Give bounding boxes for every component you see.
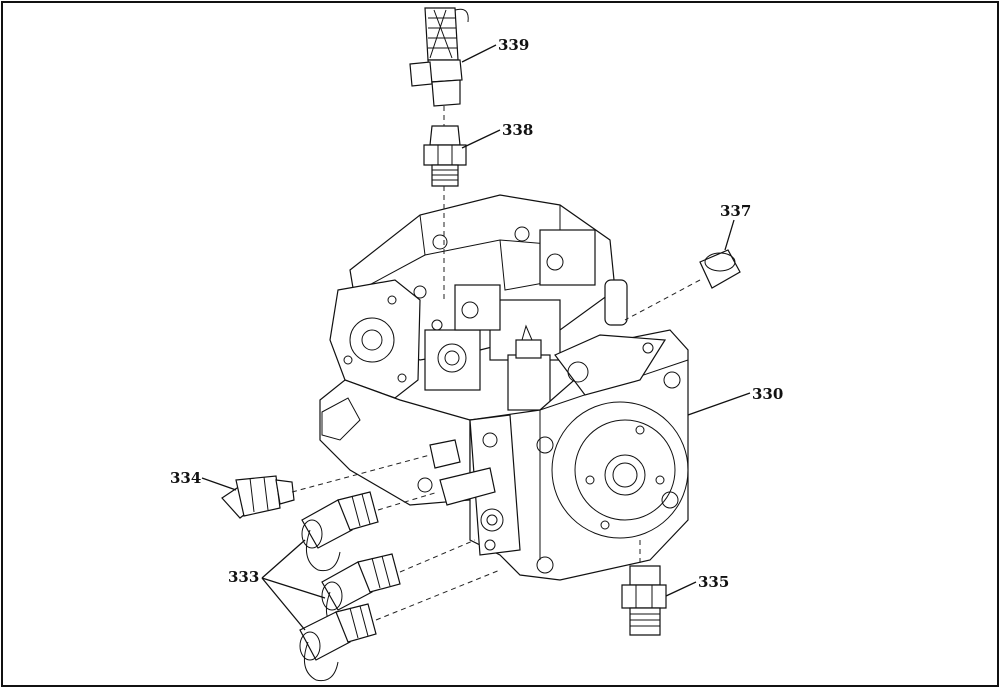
assembly-lines: [291, 106, 701, 621]
label-337: 337: [720, 202, 751, 220]
label-330: 330: [752, 385, 783, 403]
label-335: 335: [698, 573, 729, 591]
plug-337: [699, 249, 741, 289]
test-coupling-333-b: [321, 553, 401, 632]
pump-assembly-330: [319, 194, 689, 581]
test-coupling-333-c: [299, 603, 377, 682]
label-334: 334: [170, 469, 201, 487]
test-coupling-333-a: [301, 491, 379, 572]
label-338: 338: [502, 121, 533, 139]
adapter-335: [621, 565, 667, 636]
adapter-338: [423, 125, 467, 187]
label-333: 333: [228, 568, 259, 586]
leader-lines: [201, 44, 751, 631]
label-339: 339: [498, 36, 529, 54]
test-coupling-339: [409, 7, 469, 107]
adapter-334: [221, 475, 295, 519]
